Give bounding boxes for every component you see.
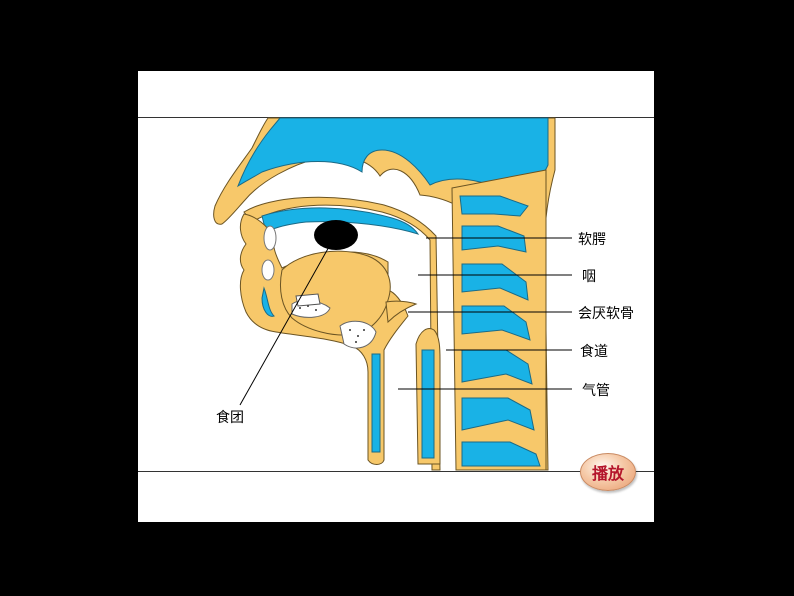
label-trachea: 气管 [582, 383, 610, 399]
palate [243, 196, 441, 471]
label-epiglottis: 会厌软骨 [578, 306, 634, 322]
epiglottis-flap [385, 300, 418, 324]
label-pharynx: 咽 [582, 269, 596, 285]
label-bolus: 食团 [216, 410, 244, 426]
larynx-cavity [371, 353, 381, 453]
vertebrae [459, 195, 541, 467]
leader-lines [239, 237, 572, 406]
teeth [261, 225, 277, 281]
play-button[interactable]: 播放 [580, 453, 636, 491]
play-button-label: 播放 [591, 464, 624, 483]
bottom-rule-line [138, 471, 654, 472]
food-bolus [314, 220, 358, 250]
label-esophagus: 食道 [580, 344, 608, 360]
label-soft-palate: 软腭 [578, 232, 606, 248]
trachea-lumen [421, 349, 435, 459]
lower-jaw-cavity [261, 286, 275, 317]
